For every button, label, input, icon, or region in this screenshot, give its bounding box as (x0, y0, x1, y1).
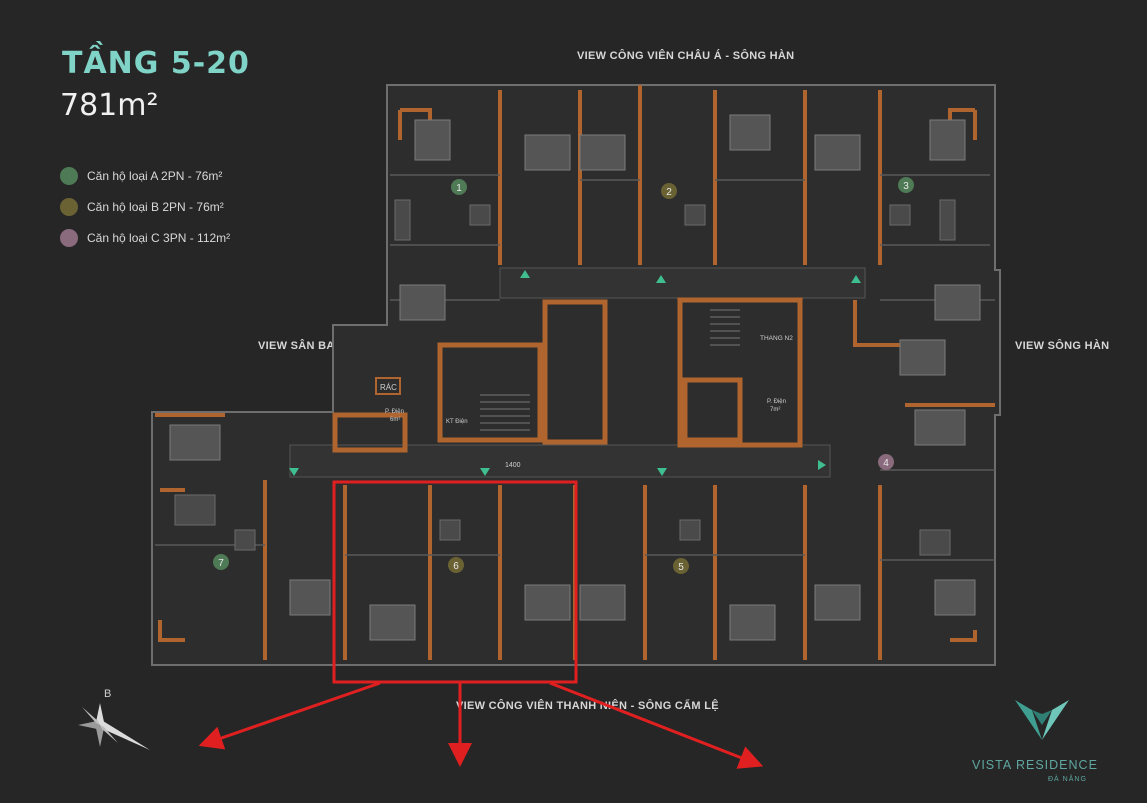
legend: Căn hộ loại A 2PN - 76m² Căn hộ loại B 2… (60, 160, 230, 253)
bed-icon (579, 134, 626, 171)
bed-icon (579, 584, 626, 621)
svg-text:2: 2 (666, 187, 672, 198)
elevator-label: THANG N2 (760, 335, 793, 342)
building-outline (151, 84, 1001, 666)
bed-icon (524, 134, 571, 171)
floor-area: 781m² (60, 88, 159, 123)
svg-text:3: 3 (903, 181, 909, 192)
electric-room-right-area: 7m² (770, 407, 780, 413)
core-walls (332, 297, 803, 453)
legend-label: Căn hộ loại A 2PN - 76m² (87, 168, 223, 183)
unit-badge-5 (673, 558, 689, 574)
bed-icon (899, 339, 946, 376)
furniture-beds (169, 114, 981, 641)
bed-icon (729, 604, 776, 641)
svg-text:7: 7 (218, 558, 224, 569)
brand-city: ĐÀ NẴNG (1048, 776, 1087, 783)
furniture-tables (174, 199, 956, 556)
trash-room-label: RÁC (380, 383, 397, 392)
brand-name: VISTA RESIDENCE (972, 758, 1098, 772)
bed-icon (814, 134, 861, 171)
view-label-top: VIEW CÔNG VIÊN CHÂU Á - SÔNG HÀN (577, 50, 795, 62)
view-label-bottom: VIEW CÔNG VIÊN THANH NIÊN - SÔNG CẨM LỆ (456, 700, 719, 712)
unit-badge-2 (661, 183, 677, 199)
unit-badge-6 (448, 557, 464, 573)
unit-walls (155, 85, 995, 660)
legend-label: Căn hộ loại C 3PN - 112m² (87, 230, 231, 245)
vista-logo-icon (1015, 700, 1069, 740)
corridor-markers (289, 270, 861, 476)
arrow-left (198, 681, 381, 750)
bed-icon (729, 114, 771, 151)
type-c-dot-icon (60, 228, 78, 247)
svg-text:4: 4 (883, 458, 889, 469)
type-b-dot-icon (60, 197, 78, 216)
bed-icon (414, 119, 451, 161)
compass-north-label: B (104, 688, 112, 700)
electric-room-right-label: P. Điện (767, 399, 786, 405)
arrow-right (549, 681, 764, 769)
svg-text:6: 6 (453, 561, 459, 572)
bed-icon (814, 584, 861, 621)
electric-room-left-area: 6m² (390, 417, 400, 423)
view-label-left: VIEW SÂN BAY (258, 340, 342, 352)
type-a-dot-icon (60, 166, 78, 185)
corridor (289, 267, 866, 478)
electric-room-left-label: P. Điện (385, 409, 404, 415)
compass-icon (78, 703, 150, 750)
bed-icon (369, 604, 416, 641)
corridor-width-label: 1400 (505, 462, 521, 469)
bed-icon (399, 284, 446, 321)
unit-badge-1 (451, 179, 467, 195)
bed-icon (169, 424, 221, 461)
legend-item-type-b: Căn hộ loại B 2PN - 76m² (60, 191, 230, 222)
floor-title: TẦNG 5-20 (62, 46, 250, 81)
legend-item-type-c: Căn hộ loại C 3PN - 112m² (60, 222, 230, 253)
bed-icon (524, 584, 571, 621)
unit-badge-3 (898, 177, 914, 193)
stair-treads (480, 309, 740, 431)
bed-icon (914, 409, 966, 446)
view-label-right: VIEW SÔNG HÀN (1015, 340, 1110, 352)
highlight-box (332, 480, 578, 684)
svg-text:5: 5 (678, 562, 684, 573)
bed-icon (934, 284, 981, 321)
highlight-annotation (198, 480, 764, 769)
legend-item-type-a: Căn hộ loại A 2PN - 76m² (60, 160, 230, 191)
unit-badge-4 (878, 454, 894, 470)
technical-room-label: KT Điện (446, 419, 468, 425)
unit-badge-7 (213, 554, 229, 570)
svg-text:1: 1 (456, 183, 462, 194)
unit-badges: 1 2 3 4 5 6 7 (213, 177, 914, 574)
bed-icon (289, 579, 331, 616)
legend-label: Căn hộ loại B 2PN - 76m² (87, 199, 224, 214)
room-labels: RÁC THANG N2 P. Điện 6m² P. Điện 7m² KT … (375, 335, 793, 469)
bed-icon (934, 579, 976, 616)
bed-icon (929, 119, 966, 161)
